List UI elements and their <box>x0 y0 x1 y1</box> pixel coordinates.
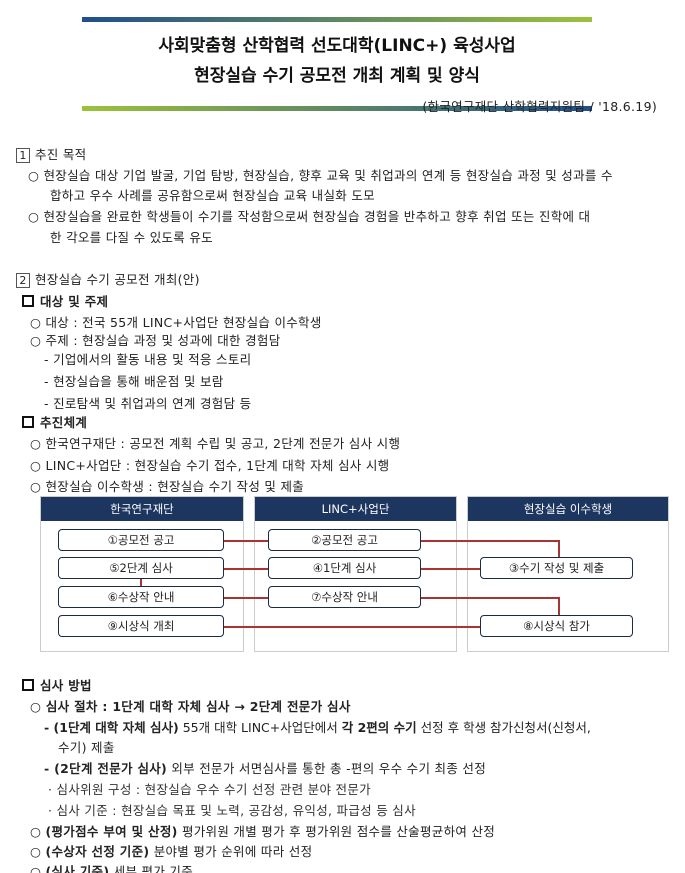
circle-bullet: ○ <box>30 824 46 839</box>
label: (평가점수 부여 및 산정) <box>45 824 178 839</box>
square-bullet-icon <box>22 416 34 428</box>
arrow-1-2 <box>223 540 268 542</box>
review-heading: 심사 방법 <box>22 675 92 694</box>
step-3: ③수기 작성 및 제출 <box>480 557 633 579</box>
emphasis: 각 2편의 수기 <box>341 720 417 735</box>
review-winner: ○ (수상자 선정 기준) 분야별 평가 순위에 따라 선정 <box>30 841 312 860</box>
system-line: ○ 한국연구재단 : 공모전 계획 수립 및 공고, 2단계 전문가 심사 시행 <box>30 436 401 451</box>
arrow-8-9 <box>223 626 480 628</box>
review-committee: · 심사위원 구성 : 현장실습 우수 수기 선정 관련 분야 전문가 <box>48 782 371 797</box>
section1-title: 추진 목적 <box>35 147 87 162</box>
purpose-item-1-cont: 합하고 우수 사례를 공유함으로써 현장실습 교육 내실화 도모 <box>50 188 375 203</box>
review-procedure: ○ 심사 절차 : 1단계 대학 자체 심사 → 2단계 전문가 심사 <box>30 699 351 714</box>
target-line: - 현장실습을 통해 배운점 및 보람 <box>44 374 224 389</box>
label: - (2단계 전문가 심사) <box>44 761 168 776</box>
bottom-decor-bar <box>82 106 592 111</box>
section-number: 1 <box>16 148 30 163</box>
circle-bullet: ○ <box>30 844 46 859</box>
arrow-7-8 <box>420 597 560 599</box>
section2-heading: 2 현장실습 수기 공모전 개최(안) <box>16 269 200 288</box>
section1-heading: 1 추진 목적 <box>16 144 86 163</box>
arrow-4-5 <box>223 568 268 570</box>
purpose-item-2: ○ 현장실습을 완료한 학생들이 수기를 작성함으로써 현장실습 경험을 반추하… <box>28 209 591 224</box>
target-line: ○ 대상 : 전국 55개 LINC+사업단 현장실습 이수학생 <box>30 315 322 330</box>
review-criteria: · 심사 기준 : 현장실습 목표 및 노력, 공감성, 유익성, 파급성 등 … <box>48 803 416 818</box>
label: - (1단계 대학 자체 심사) <box>44 720 179 735</box>
arrow-5-6 <box>140 578 142 586</box>
text: 세부 평가 기준 <box>109 864 193 873</box>
step-5: ⑤2단계 심사 <box>58 557 224 579</box>
arrow-2-3 <box>420 540 560 542</box>
step-9: ⑨시상식 개최 <box>58 615 224 637</box>
target-heading-text: 대상 및 주제 <box>40 294 109 309</box>
step-8: ⑧시상식 참가 <box>480 615 633 637</box>
title-line-2: 현장실습 수기 공모전 개최 계획 및 양식 <box>194 66 480 86</box>
circle-bullet: ○ <box>30 864 46 873</box>
title-line-1: 사회맞춤형 산학협력 선도대학(LINC+) 육성사업 <box>158 36 516 56</box>
top-decor-bar <box>82 17 592 22</box>
purpose-item-2-cont: 한 각오를 다질 수 있도록 유도 <box>50 230 213 245</box>
square-bullet-icon <box>22 295 34 307</box>
review-scoring: ○ (평가점수 부여 및 산정) 평가위원 개별 평가 후 평가위원 점수를 산… <box>30 821 495 840</box>
target-line: ○ 주제 : 현장실습 과정 및 성과에 대한 경험담 <box>30 333 281 348</box>
target-line: - 진로탐색 및 취업과의 연계 경험담 등 <box>44 396 252 411</box>
review-heading-text: 심사 방법 <box>40 678 92 693</box>
step-6: ⑥수상작 안내 <box>58 586 224 608</box>
target-line: - 기업에서의 활동 내용 및 적응 스토리 <box>44 352 252 367</box>
column-header: 현장실습 이수학생 <box>468 497 668 521</box>
section2-title: 현장실습 수기 공모전 개최(안) <box>35 272 200 287</box>
label: (수상자 선정 기준) <box>45 844 150 859</box>
system-heading-text: 추진체계 <box>40 415 88 430</box>
arrow-6-7 <box>223 597 268 599</box>
step-1: ①공모전 공고 <box>58 529 224 551</box>
review-stage2: - (2단계 전문가 심사) 외부 전문가 서면심사를 통한 총 -편의 우수 … <box>44 758 486 777</box>
text: 분야별 평가 순위에 따라 선정 <box>149 844 313 859</box>
text: 55개 대학 LINC+사업단에서 <box>178 720 342 735</box>
review-stage1: - (1단계 대학 자체 심사) 55개 대학 LINC+사업단에서 각 2편의… <box>44 717 591 736</box>
system-heading: 추진체계 <box>22 412 87 431</box>
square-bullet-icon <box>22 679 34 691</box>
system-line: ○ LINC+사업단 : 현장실습 수기 접수, 1단계 대학 자체 심사 시행 <box>30 458 390 473</box>
arrow-2-3-down <box>558 540 560 566</box>
review-standard: ○ (심사 기준) 세부 평가 기준 <box>30 861 193 873</box>
column-header: LINC+사업단 <box>255 497 456 521</box>
section-number: 2 <box>16 273 30 288</box>
text: 평가위원 개별 평가 후 평가위원 점수를 산술평균하여 산정 <box>177 824 496 839</box>
arrow-3-4 <box>420 568 480 570</box>
step-7: ⑦수상작 안내 <box>268 586 421 608</box>
column-header: 한국연구재단 <box>41 497 243 521</box>
purpose-item-1: ○ 현장실습 대상 기업 발굴, 기업 탐방, 현장실습, 향후 교육 및 취업… <box>28 168 613 183</box>
step-4: ④1단계 심사 <box>268 557 421 579</box>
text: 외부 전문가 서면심사를 통한 총 -편의 우수 수기 최종 선정 <box>167 761 487 776</box>
text: 선정 후 학생 참가신청서(신청서, <box>416 720 591 735</box>
label: (심사 기준) <box>45 864 110 873</box>
review-stage1-cont: 수기) 제출 <box>58 740 115 755</box>
target-heading: 대상 및 주제 <box>22 291 108 310</box>
step-2: ②공모전 공고 <box>268 529 421 551</box>
source-date: (한국연구재단 산학협력지원팀 / '18.6.19) <box>422 99 657 114</box>
arrow-7-8-down <box>558 597 560 617</box>
system-line: ○ 현장실습 이수학생 : 현장실습 수기 작성 및 제출 <box>30 479 305 494</box>
